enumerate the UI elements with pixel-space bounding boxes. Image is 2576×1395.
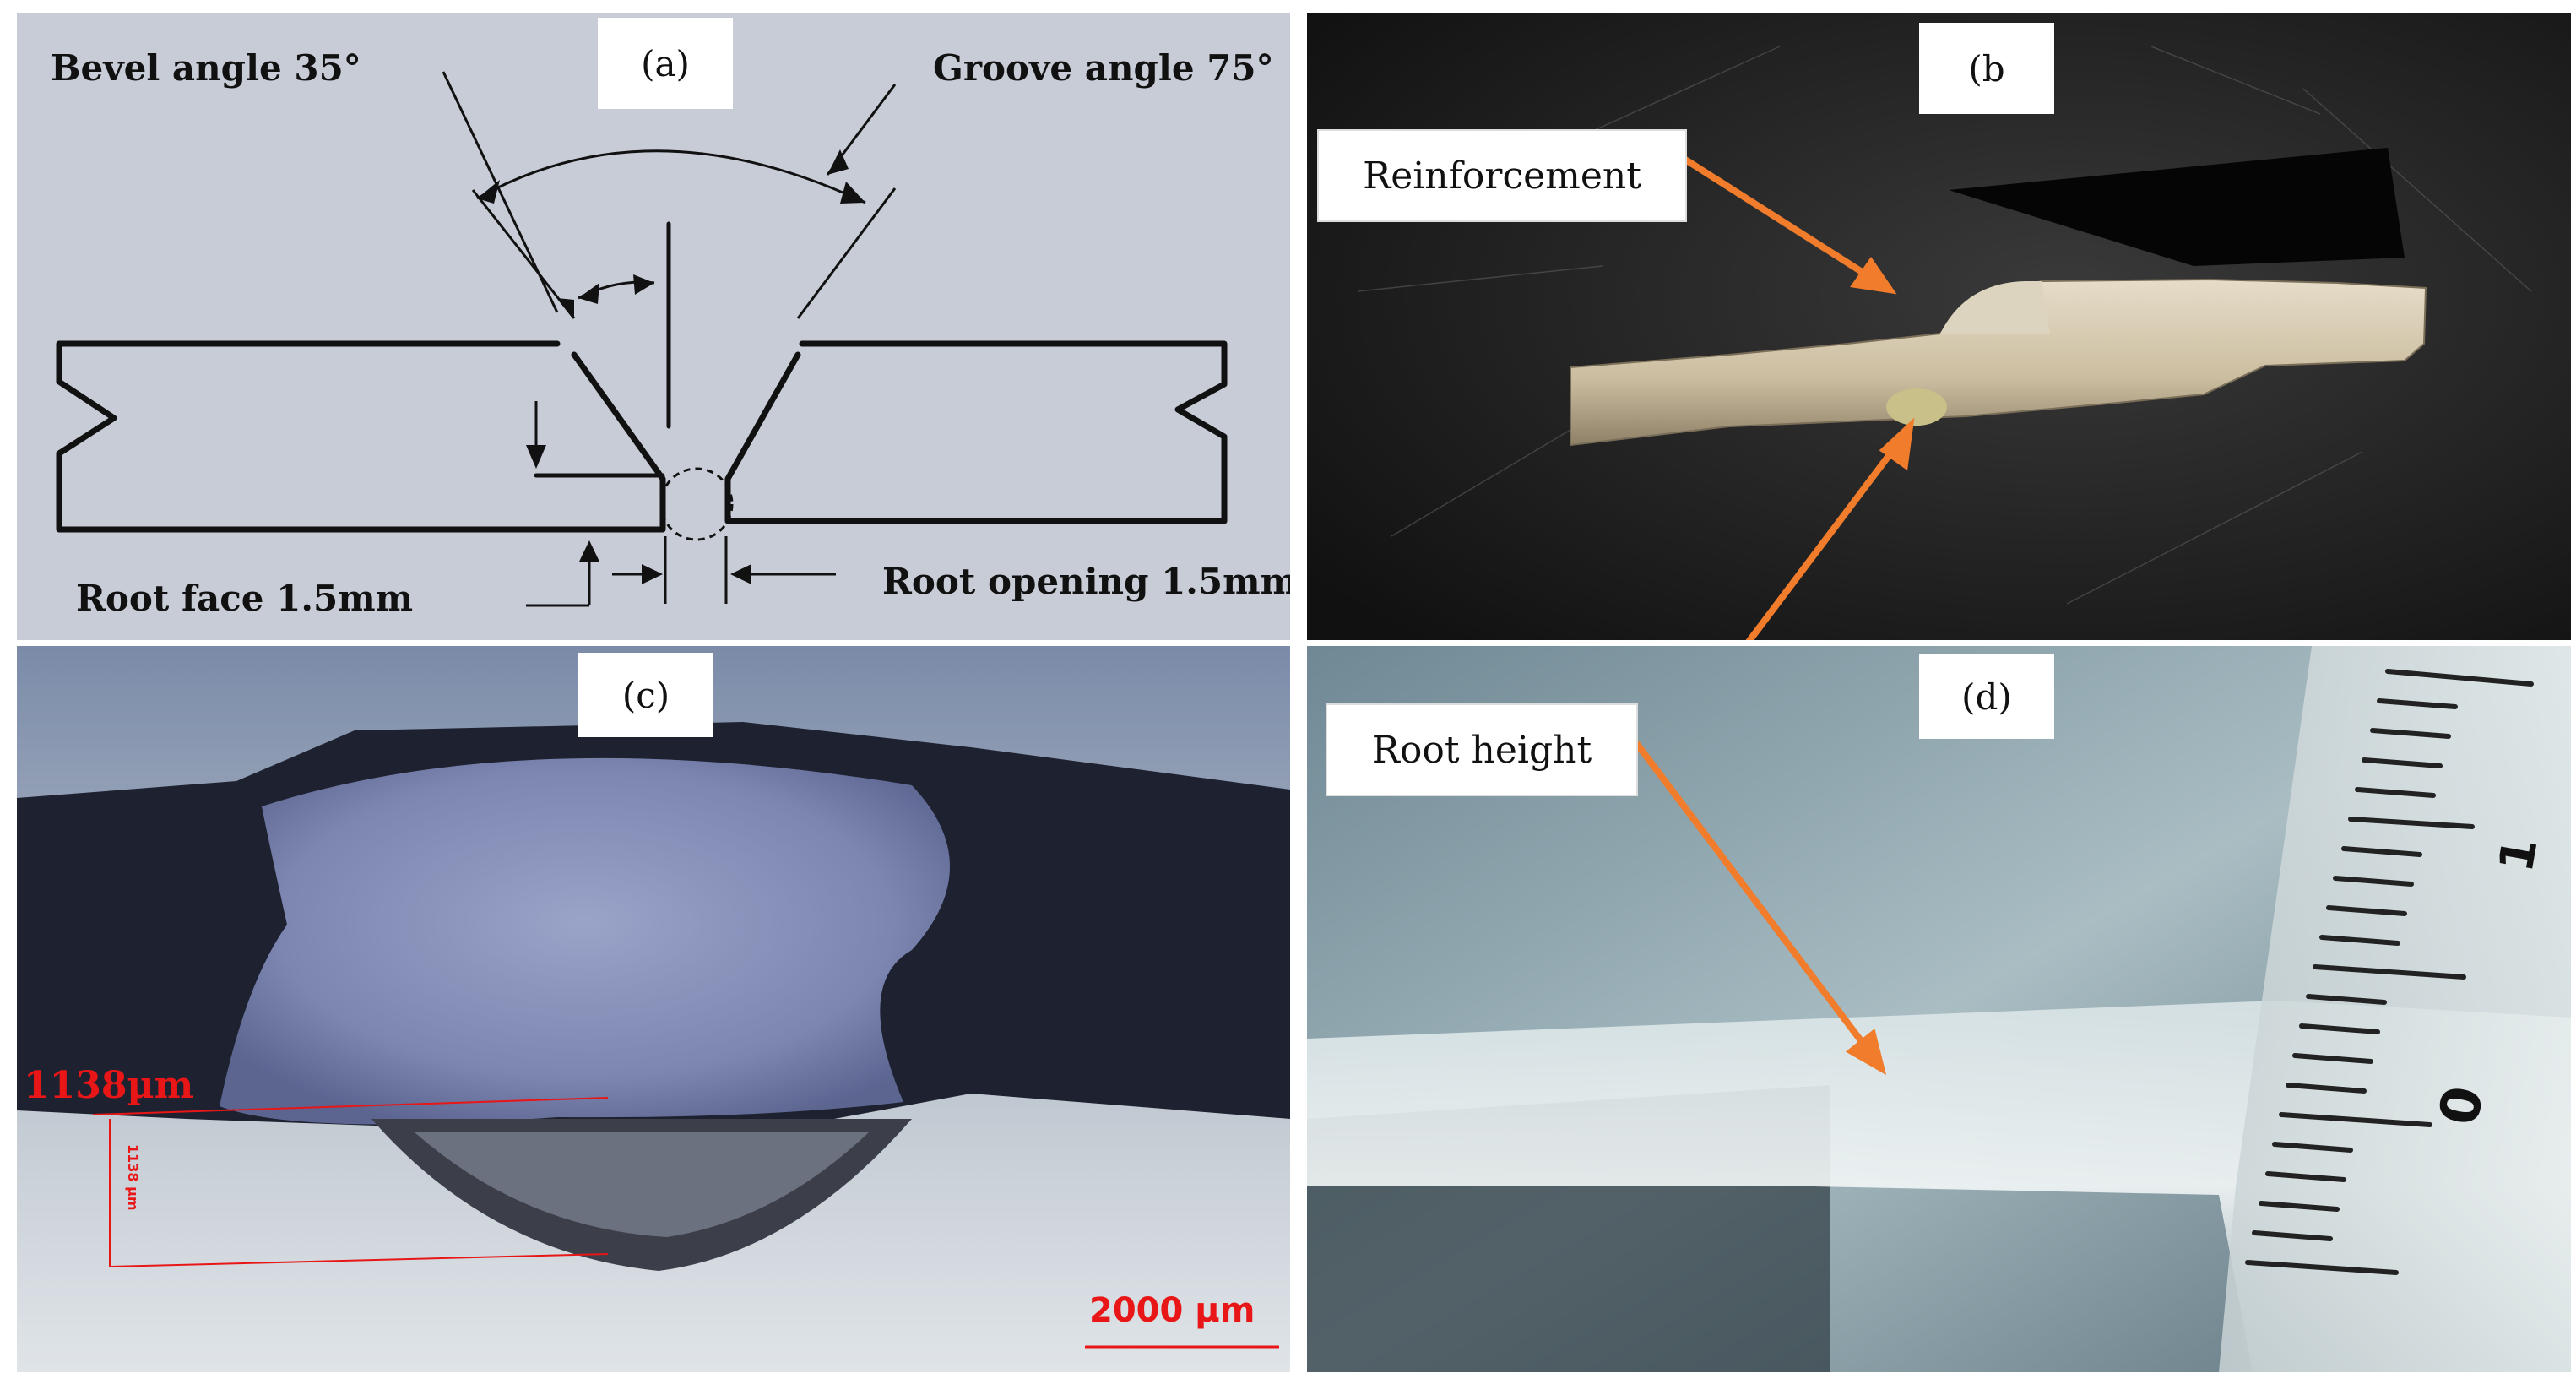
right-plate bbox=[724, 340, 1228, 524]
bevel-angle-label: Bevel angle 35° bbox=[51, 47, 361, 89]
root-opening-circle bbox=[659, 467, 734, 541]
panel-d-root-height-photo: 1 0 Root height (d) bbox=[1307, 646, 2571, 1372]
root-height-label: Root height bbox=[1326, 703, 1638, 796]
welded-sample bbox=[1570, 278, 2427, 447]
measure-small-label: 1138 µm bbox=[125, 1144, 141, 1211]
panel-d-label: (d) bbox=[1919, 654, 2054, 739]
panel-a-background bbox=[17, 13, 1290, 640]
root-opening-label: Root opening 1.5mm bbox=[882, 561, 1290, 602]
root-face-label: Root face 1.5mm bbox=[76, 578, 413, 619]
panel-c-label: (c) bbox=[578, 653, 713, 737]
weld-zone bbox=[220, 757, 950, 1125]
groove-angle-label: Groove angle 75° bbox=[933, 47, 1274, 89]
panel-a-groove-diagram: Bevel angle 35° Groove angle 75° Root fa… bbox=[17, 13, 1290, 640]
panel-b-label: (b bbox=[1919, 23, 2054, 114]
panel-b-sample-photo: Reinforcement (b bbox=[1307, 13, 2571, 640]
panel-a-label: (a) bbox=[598, 18, 733, 109]
ruler bbox=[2219, 646, 2571, 1372]
reinforcement-label: Reinforcement bbox=[1317, 129, 1687, 222]
measure-main-label: 1138µm bbox=[24, 1064, 193, 1107]
panel-c-micrograph: 1138µm 1138 µm 2000 µm (c) bbox=[17, 646, 1290, 1372]
scale-bar-label: 2000 µm bbox=[1089, 1291, 1255, 1330]
